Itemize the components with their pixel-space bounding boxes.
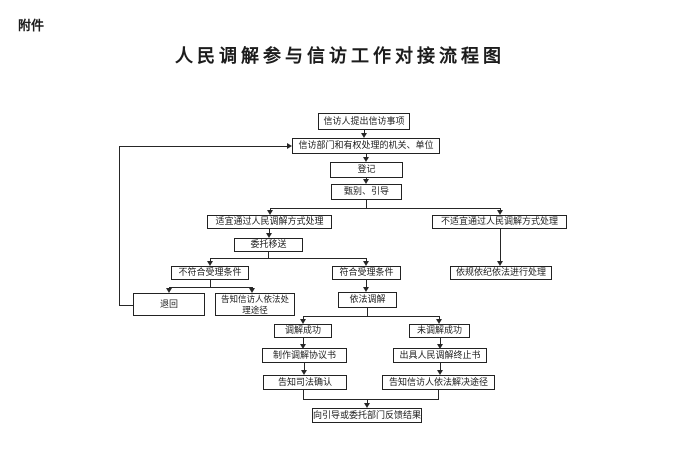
node-termination: 出具人民调解终止书 [393, 348, 487, 363]
node-suitable: 适宜通过人民调解方式处理 [207, 215, 332, 229]
edge-branch-suitable-line [270, 208, 271, 211]
edge-success-agreement-line [303, 338, 304, 345]
node-register: 登记 [330, 162, 403, 178]
branch-outcome-line [303, 316, 440, 317]
edge-entrust-stub-line [268, 252, 269, 259]
edge-branch-fail-line [439, 316, 440, 320]
edge-merge-feedback-line [367, 399, 368, 404]
merge-feedback-line [303, 399, 439, 400]
loop-dept-arrow-icon [287, 143, 292, 149]
edge-petition-dept-arrow-icon [361, 133, 367, 138]
edge-success-agreement-arrow-icon [300, 344, 306, 349]
edge-notmeet-stub-line [210, 280, 211, 287]
edge-branch-unsuitable-arrow-icon [497, 210, 503, 215]
edge-branch-fail-arrow-icon [436, 319, 442, 324]
node-petition: 信访人提出信访事项 [318, 113, 410, 130]
edge-dept-register-line [366, 154, 367, 158]
edge-informresolve-merge-line [438, 390, 439, 399]
edge-petition-dept-line [364, 130, 365, 134]
branch-suitability-line [270, 208, 500, 209]
edge-unsuitable-lawhandle-arrow-icon [497, 261, 503, 266]
edge-suitable-entrust-line [269, 229, 270, 234]
loop-top-line [119, 146, 287, 147]
edge-meet-mediate-line [366, 280, 367, 288]
edge-judicial-merge-line [303, 390, 304, 399]
edge-dept-register-arrow-icon [363, 157, 369, 162]
edge-register-screen-arrow-icon [363, 179, 369, 184]
loop-vertical-line [119, 146, 120, 306]
edge-suitable-entrust-arrow-icon [266, 233, 272, 238]
node-meet: 符合受理条件 [332, 266, 401, 280]
edge-branch-success-line [303, 316, 304, 320]
edge-fail-termination-arrow-icon [437, 344, 443, 349]
edge-mediate-stub-line [367, 308, 368, 316]
node-return: 退回 [133, 293, 205, 316]
node-fail: 未调解成功 [409, 324, 470, 338]
node-dept: 信访部门和有权处理的机关、单位 [292, 138, 440, 154]
node-feedback: 向引导或委托部门反馈结果 [312, 408, 422, 423]
edge-fail-termination-line [440, 338, 441, 345]
edge-branch-return-arrow-icon [166, 288, 172, 293]
node-judicial: 告知司法确认 [263, 375, 347, 390]
branch-acceptance-line [210, 258, 367, 259]
edge-meet-mediate-arrow-icon [363, 287, 369, 292]
edge-branch-suitable-arrow-icon [267, 210, 273, 215]
edge-termination-informresolve-line [440, 363, 441, 371]
edge-agreement-judicial-arrow-icon [301, 370, 307, 375]
edge-merge-feedback-arrow-icon [364, 403, 370, 408]
node-screen: 甄别、引导 [331, 184, 402, 200]
edge-branch-notmeet-arrow-icon [207, 261, 213, 266]
edge-unsuitable-lawhandle-line [500, 229, 501, 262]
node-notmeet: 不符合受理条件 [171, 266, 249, 280]
node-entrust: 委托移送 [234, 238, 303, 252]
edge-branch-notmeet-line [210, 258, 211, 262]
node-informresolve: 告知信访人依法解决途径 [382, 375, 495, 390]
edge-branch-informchannel-arrow-icon [249, 288, 255, 293]
node-informchannel: 告知信访人依法处理途径 [215, 293, 295, 316]
branch-notmeet-line [169, 287, 252, 288]
edge-agreement-judicial-line [304, 363, 305, 371]
node-lawhandle: 依规依纪依法进行处理 [450, 266, 552, 280]
node-success: 调解成功 [274, 324, 332, 338]
edge-branch-meet-line [366, 258, 367, 262]
node-unsuitable: 不适宜通过人民调解方式处理 [432, 215, 567, 229]
page-title: 人民调解参与信访工作对接流程图 [175, 46, 505, 66]
edge-termination-informresolve-arrow-icon [437, 370, 443, 375]
edge-branch-meet-arrow-icon [363, 261, 369, 266]
edge-branch-unsuitable-line [500, 208, 501, 211]
node-mediate: 依法调解 [338, 292, 397, 308]
edge-screen-stub-line [366, 200, 367, 208]
attachment-label: 附件 [18, 18, 45, 33]
edge-branch-success-arrow-icon [300, 319, 306, 324]
node-agreement: 制作调解协议书 [262, 348, 347, 363]
loop-return-exit-line [119, 305, 133, 306]
